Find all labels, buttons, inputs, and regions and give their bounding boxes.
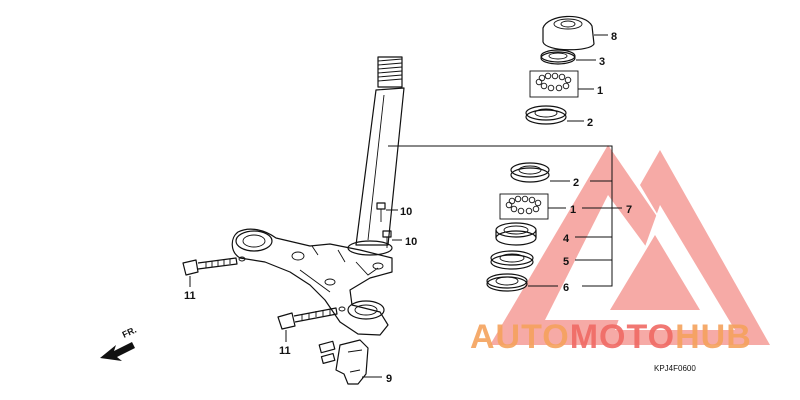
callout-2-mid: 2 bbox=[573, 177, 579, 189]
ball-bearing-top bbox=[535, 72, 572, 92]
ball-bearing-lower bbox=[505, 195, 542, 215]
front-direction-arrow: FR. bbox=[100, 325, 138, 361]
callout-3: 3 bbox=[599, 56, 605, 68]
callout-11-lower: 11 bbox=[279, 345, 291, 357]
steering-stem bbox=[231, 56, 405, 336]
callout-8: 8 bbox=[611, 31, 617, 43]
callout-1-top: 1 bbox=[597, 85, 603, 97]
bolt-11-left bbox=[182, 256, 246, 287]
callout-7: 7 bbox=[626, 204, 632, 216]
lower-bearing-stack bbox=[486, 162, 622, 292]
callout-9: 9 bbox=[386, 373, 392, 385]
top-bearing-stack bbox=[525, 15, 608, 125]
direction-label: FR. bbox=[121, 325, 138, 340]
callout-11-left: 11 bbox=[184, 290, 196, 302]
watermark-logo bbox=[490, 145, 770, 345]
watermark-auto: AUTO bbox=[470, 318, 570, 356]
svg-text:AUTOMOTOHUB: AUTOMOTOHUB bbox=[470, 318, 752, 356]
callout-5: 5 bbox=[563, 256, 569, 268]
callout-10-lower: 10 bbox=[405, 236, 417, 248]
watermark-text: AUTOMOTOHUB bbox=[470, 318, 752, 356]
callout-6: 6 bbox=[563, 282, 569, 294]
stem-leader-line bbox=[388, 145, 613, 287]
bolt-10-upper bbox=[376, 202, 398, 222]
callout-10-upper: 10 bbox=[400, 206, 412, 218]
clamp-part-9 bbox=[318, 339, 382, 385]
bolt-10-lower bbox=[382, 230, 402, 248]
watermark-moto: MOTO bbox=[570, 318, 675, 356]
callout-2-top: 2 bbox=[587, 117, 593, 129]
watermark-hub: HUB bbox=[675, 318, 752, 356]
callout-4: 4 bbox=[563, 233, 570, 245]
bolt-11-lower bbox=[277, 306, 346, 342]
callout-1-mid: 1 bbox=[570, 204, 576, 216]
part-code: KPJ4F0600 bbox=[654, 364, 696, 373]
